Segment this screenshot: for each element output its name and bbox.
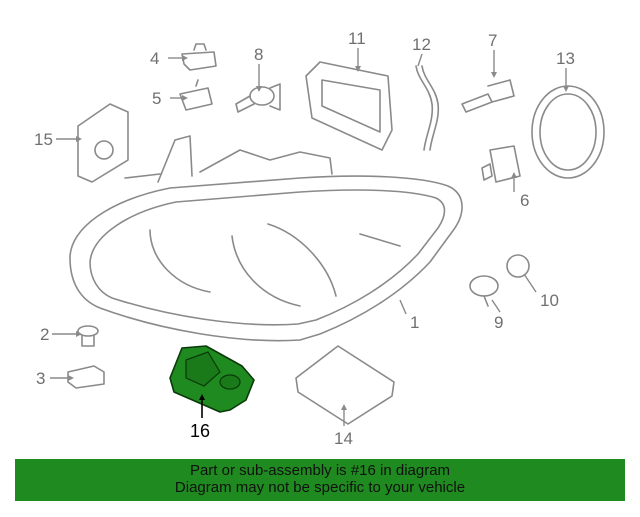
callout-7: 7 — [488, 31, 497, 50]
bulb-part-10 — [506, 254, 530, 278]
banner-line-2: Diagram may not be specific to your vehi… — [174, 479, 466, 496]
callout-11: 11 — [348, 29, 366, 48]
screw-part — [77, 325, 99, 347]
callout-14: 14 — [334, 429, 353, 448]
callout-8: 8 — [254, 45, 263, 64]
arrowheads — [68, 55, 569, 410]
callout-1: 1 — [410, 313, 419, 332]
callout-4: 4 — [150, 49, 159, 68]
callout-3: 3 — [36, 369, 45, 388]
callout-16-highlighted: 16 — [190, 421, 210, 441]
bracket-part-4 — [181, 43, 217, 71]
ring-seal-part-13 — [531, 85, 605, 179]
info-banner: Part or sub-assembly is #16 in diagram D… — [15, 459, 625, 501]
callout-13: 13 — [556, 49, 575, 68]
clip-part — [67, 365, 105, 389]
callout-2: 2 — [40, 325, 49, 344]
bracket-part-5 — [179, 79, 213, 111]
leader-lines — [50, 48, 567, 426]
callout-12: 12 — [412, 35, 431, 54]
bulb-part-8 — [235, 83, 281, 113]
bulb-part-9 — [469, 275, 499, 307]
socket-part-6 — [481, 145, 521, 183]
callout-9: 9 — [494, 313, 503, 332]
banner-line-1: Part or sub-assembly is #16 in diagram — [189, 462, 451, 479]
seal-strip-part-12 — [415, 65, 440, 151]
callout-10: 10 — [540, 291, 559, 310]
callout-15: 15 — [34, 130, 53, 149]
ballast-part-14 — [295, 345, 395, 425]
callout-5: 5 — [152, 89, 161, 108]
headlamp-assembly — [69, 135, 463, 342]
control-unit-part-16-highlighted — [169, 345, 255, 413]
frame-part-11 — [305, 61, 393, 151]
callout-6: 6 — [520, 191, 529, 210]
bulb-part-7 — [461, 79, 515, 113]
module-part-15 — [77, 103, 129, 183]
